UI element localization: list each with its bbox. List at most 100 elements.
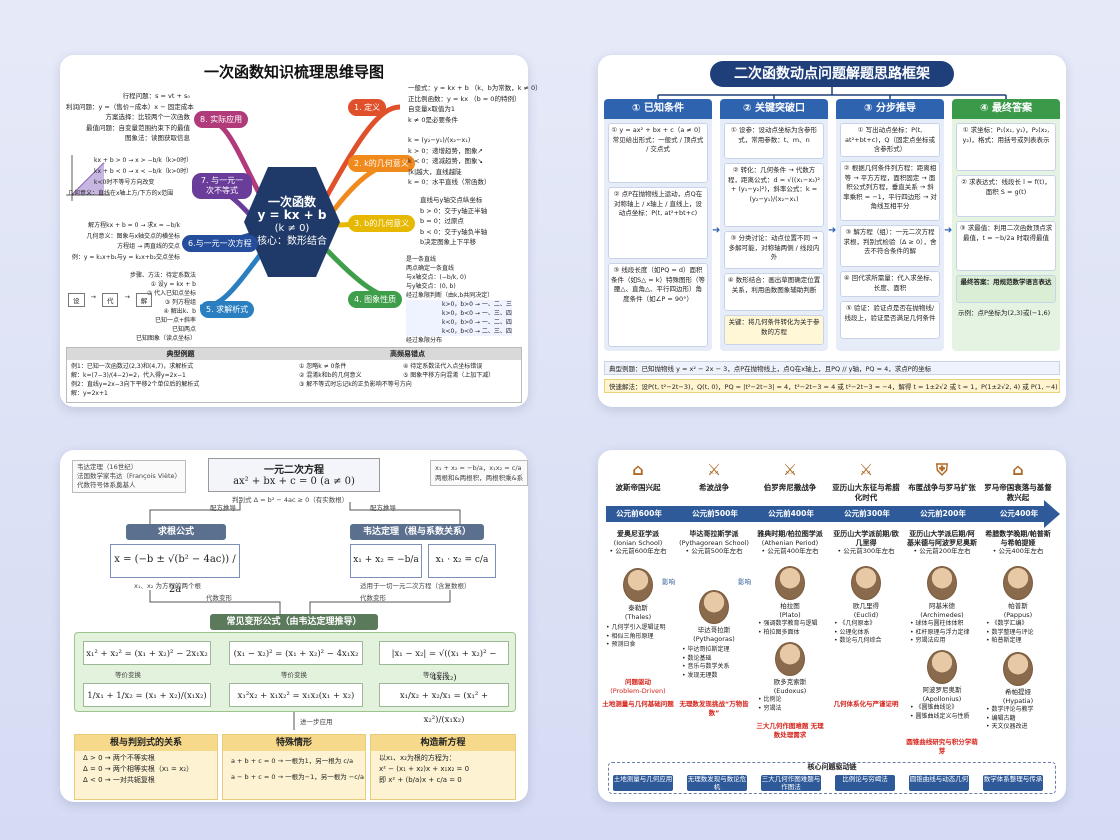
formula-cubic-mixed: x₁²x₂ + x₁x₂² = x₁x₂(x₁ + x₂) — [229, 683, 363, 707]
node-graph-properties[interactable]: 4. 图象性质 — [348, 291, 403, 308]
known-block-2: ② 点P在抛物线上运动，点Q在对称轴上 / x轴上 / 直线上，设动点坐标：P(… — [608, 187, 708, 259]
crossed-swords-icon: ⚔ — [706, 460, 722, 479]
problem-driven-label: 问题驱动(Problem-Driven) — [610, 678, 666, 695]
examples-list: 例1：已知一次函数过(2,3)和(4,7)，求解析式解：k=(7−3)/(4−2… — [71, 363, 200, 397]
answer-block-3: ③ 求最值：利用二次函数顶点求最值，t = −b/2a 时取得最值 — [956, 221, 1056, 271]
arrow-2-icon: ➜ — [828, 225, 837, 236]
core-chain-title: 核心问题驱动链 — [807, 763, 857, 771]
formula-reciprocal-sum: 1/x₁ + 1/x₂ = (x₁ + x₂)/(x₁x₂) — [83, 683, 211, 707]
portrait-euclid — [851, 566, 881, 600]
school-alexandria-late: 亚历山大学派后期/阿基米德与阿波罗尼奥斯• 公元前200年左右 — [907, 530, 977, 555]
core-step-6: 数学体系整理与传承 — [983, 775, 1043, 791]
equiv-3: 等价变换 — [423, 671, 449, 679]
portrait-thales — [623, 568, 653, 602]
name-pappus: 帕普斯(Pappus) — [1003, 602, 1033, 619]
era-3: ⚔伯罗奔尼撒战争 — [763, 460, 817, 492]
school-pythagorean: 毕达哥拉斯学派(Pythagorean School)• 公元前500年左右 — [679, 530, 749, 555]
desc-pythagoras: • 毕达哥拉斯定理• 数论基础• 音乐与数学关系• 发现无理数 — [682, 646, 730, 679]
shield-icon: ⛨ — [935, 460, 948, 479]
desc-archimedes: • 球体与圆柱体体积• 杠杆原理与浮力定律• 穷竭法应用 — [910, 620, 970, 644]
node-definition[interactable]: 1. 定义 — [348, 99, 387, 116]
timeline-card[interactable]: ⌂波斯帝国兴起 ⚔希波战争 ⚔伯罗奔尼撒战争 ⚔亚历山大东征与希腊化时代 ⛨布匿… — [598, 450, 1066, 802]
mindmap-title: 一次函数知识梳理思维导图 — [203, 63, 384, 81]
formula-sum-squares: x₁² + x₂² = (x₁ + x₂)² − 2x₁x₂ — [83, 641, 211, 665]
center-formula: y = kx + b — [257, 208, 327, 222]
answer-block-1: ① 求坐标：P₁(x₁, y₁)，P₂(x₂, y₂)，格式：用括号或列表表示 — [956, 123, 1056, 171]
timeline-label-4: 公元前300年 — [844, 509, 890, 518]
column-known-header: ① 已知条件 — [604, 99, 712, 119]
new-equation-title: 构造新方程 — [371, 735, 515, 751]
breakthrough-block-2: ② 转化：几何条件 → 代数方程，距离公式：d = √((x₁−x₂)² + (… — [724, 163, 824, 227]
formula-ratio-sum: x₁/x₂ + x₂/x₁ = (x₁² + x₂²)/(x₁x₂) — [379, 683, 509, 725]
arrow-1-icon: ➜ — [712, 225, 721, 236]
common-formulas-title: 常见变形公式（由韦达定理推导） — [210, 614, 378, 630]
column-steps: ③ 分步推导 ① 写出动点坐标：P(t, at²+bt+c)，Q（固定点坐标或含… — [836, 99, 944, 351]
timeline-label-6: 公元400年 — [999, 509, 1039, 518]
framework-card[interactable]: 二次函数动点问题解题思路框架 ① 已知条件 ① y = ax² + bx + c… — [598, 55, 1066, 407]
desc-apollonius: • 《圆锥曲线论》• 圆锥曲线定义与性质 — [910, 704, 970, 720]
timeline-label-3: 公元前400年 — [768, 509, 814, 518]
graph-properties-text: 是一条直线两点确定一条直线与x轴交点：(−b/k, 0)与y轴交点：(0, b)… — [406, 256, 512, 344]
core-chain-panel: 核心问题驱动链 土地测量与几何应用 无理数发现与数论危机 三大几何作图难题与作图… — [608, 762, 1056, 794]
node-linear-inequality[interactable]: 7. 与一元一次不等式 — [192, 173, 252, 199]
breakthrough-key: 关键：将几何条件转化为关于参数的方程 — [724, 315, 824, 345]
timeline-label-5: 公元前200年 — [920, 509, 966, 518]
steps-block-1: ① 写出动点坐标：P(t, at²+bt+c)，Q（固定点坐标或含参形式） — [840, 123, 940, 157]
further-application: 进一步应用 — [300, 718, 333, 726]
discriminant-note: 判别式 Δ = b² − 4ac ≥ 0（有实数根） — [232, 496, 349, 504]
errors-header: 高频易错点 — [294, 348, 521, 360]
school-athenian: 雅典时期/柏拉图学派(Athenian Period)• 公元前400年左右 — [757, 530, 823, 555]
portrait-apollonius — [927, 650, 957, 684]
era-1: ⌂波斯帝国兴起 — [615, 460, 661, 492]
column-steps-header: ③ 分步推导 — [836, 99, 944, 119]
breakthrough-block-3: ③ 分类讨论：动点位置不同 → 多解可能，对称轴两侧 / 线段内外 — [724, 231, 824, 269]
core-step-5: 圆锥曲线与动态几何 — [909, 775, 969, 791]
column-breakthrough: ② 关键突破口 ① 设参：设动点坐标为含参形式，常用参数：t、m、n ② 转化：… — [720, 99, 828, 351]
era-2: ⚔希波战争 — [699, 460, 729, 492]
node-linear-equation[interactable]: 6.与一元一次方程 — [182, 235, 258, 252]
formula-abs-diff: |x₁ − x₂| = √((x₁ + x₂)² − 4x₁x₂) — [379, 641, 509, 683]
node-b-meaning[interactable]: 3. b的几何意义 — [348, 215, 416, 232]
red-note-4: 几何体系化与严谨证明 — [833, 700, 899, 708]
era-6: ⌂罗马帝国衰落与基督教兴起 — [984, 460, 1052, 502]
core-step-3: 三大几何作图难题与作图法 — [761, 775, 821, 791]
examples-header: 典型例题 — [67, 348, 294, 360]
name-plato: 柏拉图(Plato) — [779, 602, 801, 619]
desc-euclid: • 《几何原本》• 公理化体系• 数论与几何综合 — [834, 620, 882, 644]
quick-solution: 快速解法：设P(t, t²−2t−3)，Q(t, 0)，PQ = |t²−2t−… — [604, 379, 1060, 393]
node-k-meaning[interactable]: 2. k的几何意义 — [348, 155, 415, 172]
mindmap-bottom-panel: 典型例题 高频易错点 例1：已知一次函数过(2,3)和(4,7)，求解析式解：k… — [66, 347, 522, 403]
example-problem: 典型例题：已知抛物线 y = x² − 2x − 3，点P在抛物线上，点Q在x轴… — [604, 361, 1060, 375]
node-solve-expression[interactable]: 5. 求解析式 — [200, 301, 255, 318]
portrait-pappus — [1003, 566, 1033, 600]
red-note-3: 三大几何作图难题 无理数处理需求 — [756, 722, 824, 739]
name-thales: 泰勒斯(Thales) — [624, 604, 652, 621]
temple-icon: ⌂ — [632, 460, 644, 479]
steps-block-5: ⑤ 验证：验证点是否在抛物线/线段上，验证是否满足几何条件 — [840, 301, 940, 339]
discriminant-relation-title: 根与判别式的关系 — [75, 735, 217, 751]
vieta-note: 适用于一切一元二次方程（含复数根） — [360, 582, 471, 590]
center-condition: (k ≠ 0) — [274, 223, 310, 234]
influence-label-2: 影响 — [738, 578, 751, 586]
main-title: 一元二次方程 — [264, 465, 324, 476]
core-step-2: 无理数发现与数论危机 — [687, 775, 747, 791]
column-known: ① 已知条件 ① y = ax² + bx + c（a ≠ 0）常见给出形式：一… — [604, 99, 712, 351]
portrait-eudoxus — [775, 642, 805, 676]
steps-block-4: ④ 回代求所需量：代入求坐标、长度、面积 — [840, 271, 940, 297]
desc-hypatia: • 数学评论与教学• 编辑古籍• 天文仪器改进 — [986, 706, 1034, 730]
equiv-2: 等价变换 — [281, 671, 307, 679]
node-application[interactable]: 8. 实际应用 — [194, 111, 249, 128]
school-ionian: 爱奥尼亚学派(Ionian School)• 公元前600年左右 — [609, 530, 667, 555]
answer-example: 示例：点P坐标为(2,3)或(−1,6) — [958, 309, 1051, 317]
mindmap-card[interactable]: 一次函数知识梳理思维导图 一次函数 y = kx + b (k ≠ 0) 核心：… — [60, 55, 542, 407]
root-formula-title: 求根公式 — [126, 524, 226, 540]
era-5: ⛨布匿战争与罗马扩张 — [908, 460, 976, 492]
name-archimedes: 阿基米德(Archimedes) — [920, 602, 964, 619]
quadratic-card[interactable]: 韦达定理（16世纪）法国数学家韦达（François Viète）代数符号体系奠… — [60, 450, 529, 802]
timeline-bar — [606, 506, 1046, 522]
